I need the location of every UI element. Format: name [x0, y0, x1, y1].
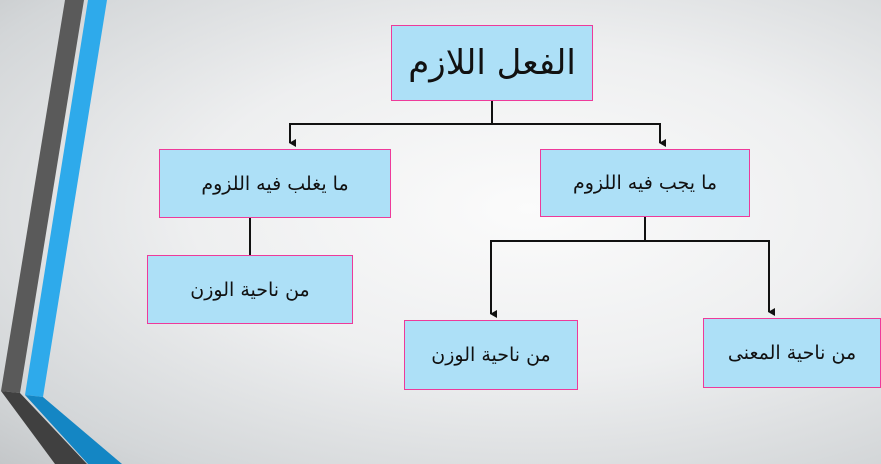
node-obligatory: ما يجب فيه اللزوم	[540, 149, 750, 217]
node-label: ما يجب فيه اللزوم	[572, 172, 718, 194]
node-pattern: من ناحية الوزن	[404, 320, 578, 390]
node-predominant: ما يغلب فيه اللزوم	[159, 149, 391, 218]
node-meaning: من ناحية المعنى	[703, 318, 881, 388]
gray-stripe	[1, 0, 84, 393]
blue-stripe-bottom	[25, 395, 122, 464]
gray-stripe-bottom	[1, 391, 87, 464]
node-pattern-predominant: من ناحية الوزن	[147, 255, 353, 324]
node-label: ما يغلب فيه اللزوم	[201, 172, 349, 195]
node-label: من ناحية المعنى	[727, 342, 857, 364]
root-node: الفعل اللازم	[391, 25, 593, 101]
node-label: من ناحية الوزن	[431, 344, 551, 366]
root-label: الفعل اللازم	[408, 43, 576, 83]
blue-stripe	[25, 0, 107, 397]
node-label: من ناحية الوزن	[190, 278, 310, 301]
